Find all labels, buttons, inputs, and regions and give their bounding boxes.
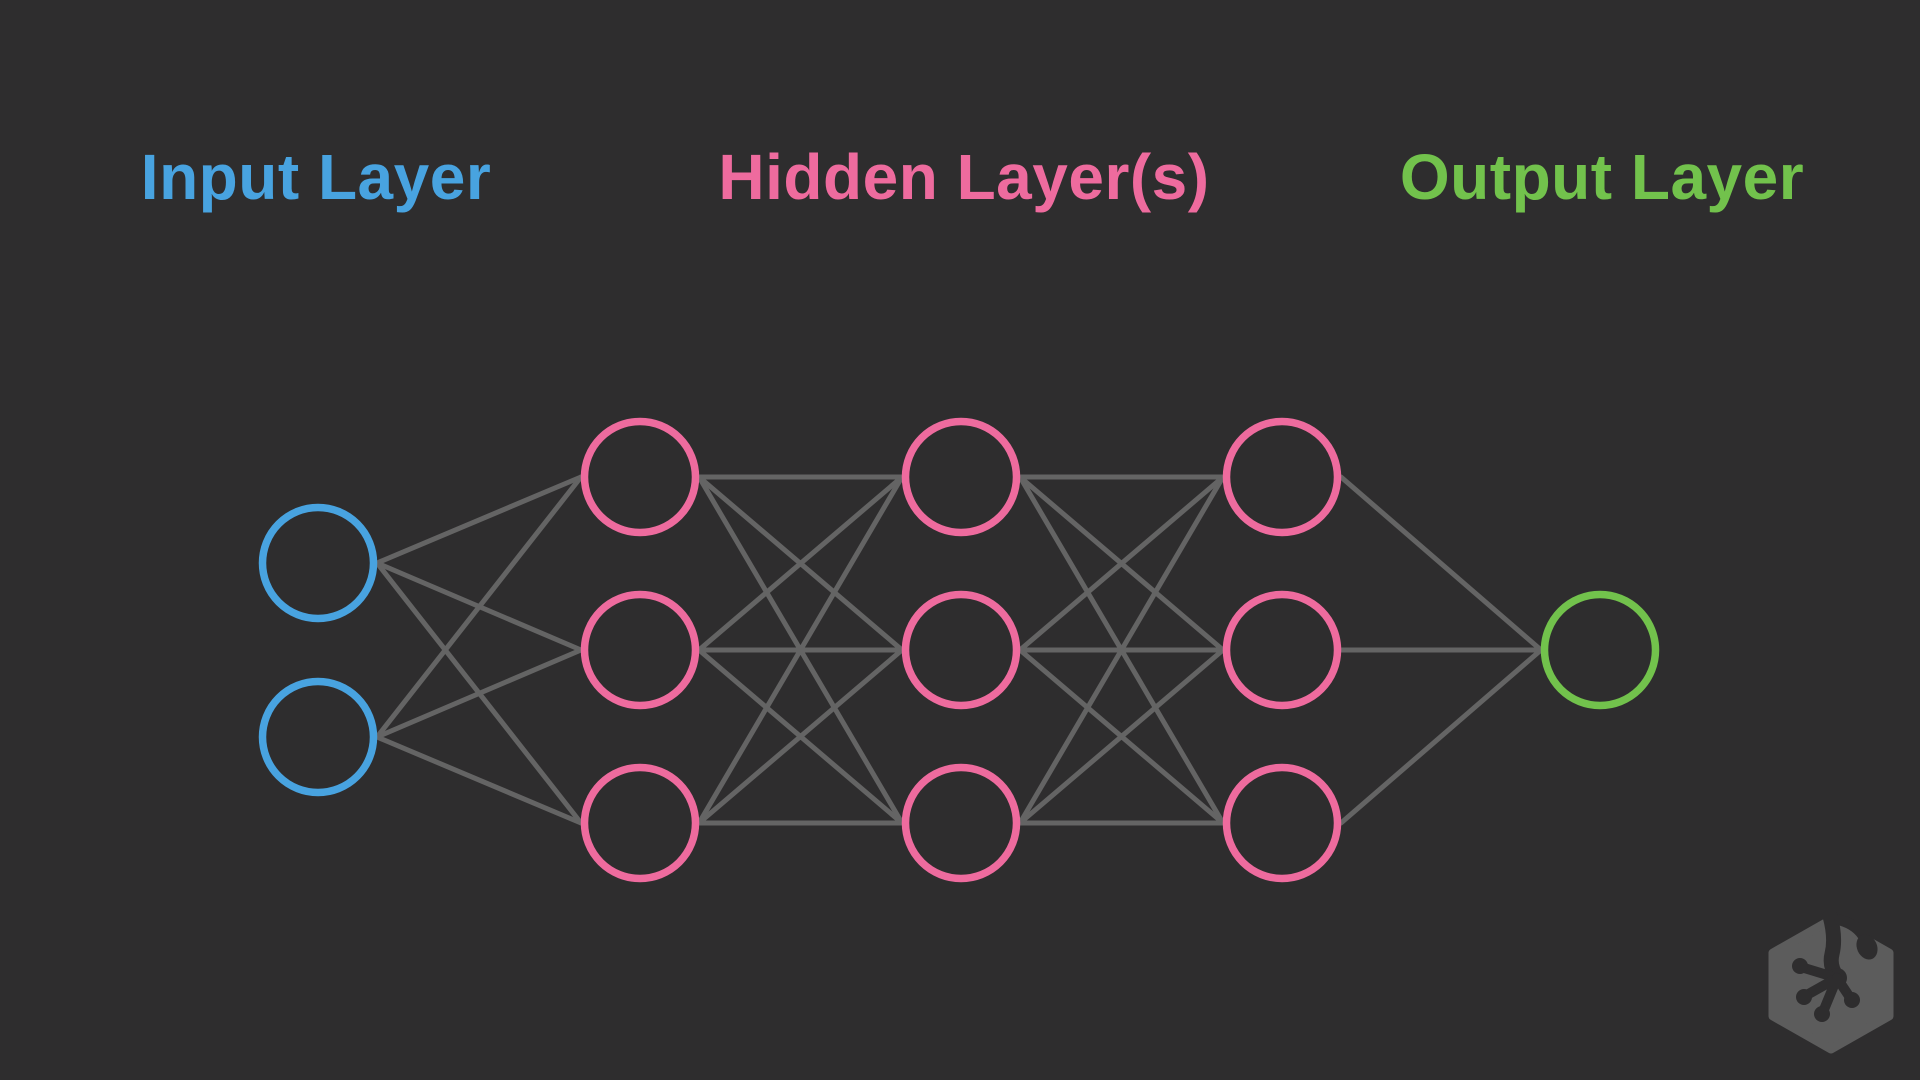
hidden-layer-label: Hidden Layer(s): [718, 141, 1210, 213]
node-hidden-3-3: [1222, 763, 1342, 883]
node-input-1: [258, 503, 378, 623]
edge-input-2-to-hidden-1-3: [374, 734, 584, 826]
edge-hidden-2-3-to-hidden-3-1: [1017, 474, 1226, 826]
node-hidden-1-3: [580, 763, 700, 883]
edge-hidden-1-3-to-hidden-2-2: [696, 647, 905, 826]
node-hidden-1-1: [580, 417, 700, 537]
node-hidden-2-2: [901, 590, 1021, 710]
node-hidden-2-1: [901, 417, 1021, 537]
input-layer-label: Input Layer: [140, 141, 492, 213]
edge-hidden-1-3-to-hidden-2-1: [696, 474, 905, 826]
edge-input-2-to-hidden-1-2: [374, 647, 584, 740]
output-layer-label: Output Layer: [1399, 141, 1805, 213]
edge-input-2-to-hidden-1-1: [374, 474, 584, 740]
edge-input-1-to-hidden-1-1: [374, 474, 584, 566]
edge-hidden-2-3-to-hidden-3-2: [1017, 647, 1226, 826]
node-hidden-3-2: [1222, 590, 1342, 710]
node-input-2: [258, 677, 378, 797]
node-hidden-3-1: [1222, 417, 1342, 537]
logo-gecko-foot-cutout: [1792, 912, 1878, 1022]
edge-hidden-1-2-to-hidden-2-1: [696, 474, 905, 653]
node-hidden-2-3: [901, 763, 1021, 883]
edge-hidden-2-2-to-hidden-3-1: [1017, 474, 1226, 653]
edge-hidden-3-1-to-output-1: [1338, 474, 1544, 653]
treehouse-logo-icon: [1768, 912, 1894, 1054]
node-output-1: [1540, 590, 1660, 710]
node-hidden-1-2: [580, 590, 700, 710]
edge-hidden-3-3-to-output-1: [1338, 647, 1544, 826]
